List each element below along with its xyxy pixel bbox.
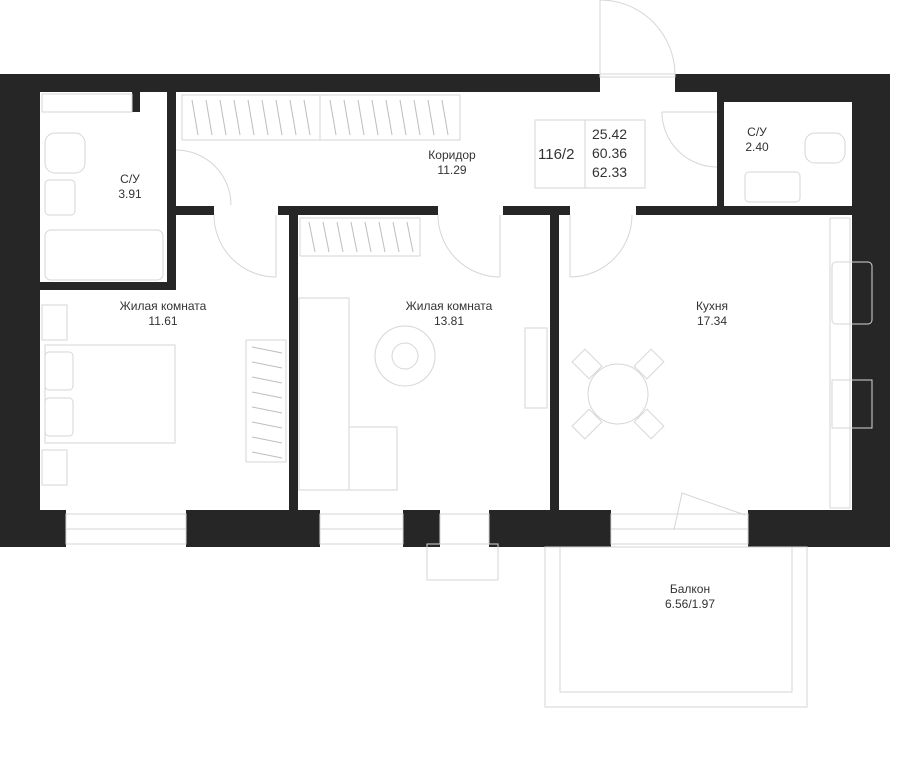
room-label-balcony: Балкон 6.56/1.97 [665, 582, 715, 612]
hanger-mark [251, 421, 283, 429]
room-area: 3.91 [118, 187, 142, 201]
room-name: Балкон [669, 582, 711, 596]
hanger-mark [441, 99, 449, 136]
hanger-mark [251, 376, 283, 384]
hanger-mark [219, 99, 227, 136]
hanger-mark [322, 221, 330, 253]
hanger-mark [275, 99, 283, 136]
interior-walls [40, 92, 852, 512]
room-name: Кухня [695, 299, 729, 313]
room-label-corridor: Коридор 11.29 [428, 148, 475, 178]
hanger-mark [399, 99, 407, 136]
apartment-area-3: 62.33 [592, 164, 628, 180]
room-name: Коридор [428, 148, 476, 162]
hanger-mark [371, 99, 379, 136]
hanger-mark [308, 221, 316, 253]
hanger-mark [247, 99, 255, 136]
apartment-area-2: 60.36 [592, 145, 628, 161]
hanger-mark [251, 361, 283, 369]
hanger-mark [336, 221, 344, 253]
exterior-walls [0, 74, 890, 547]
hanger-mark [261, 99, 269, 136]
room-name: С/У [747, 125, 767, 139]
hanger-mark [251, 391, 283, 399]
hanger-mark [364, 221, 372, 253]
hanger-mark [385, 99, 393, 136]
room-label-bedroom-mid: Жилая комната 13.81 [406, 299, 493, 329]
room-area: 6.56/1.97 [664, 597, 716, 611]
fixtures-lines [41, 0, 873, 708]
hanger-mark [329, 99, 337, 136]
wardrobe-hangers [191, 99, 449, 459]
apartment-area-1: 25.42 [592, 126, 628, 142]
hanger-mark [357, 99, 365, 136]
hanger-mark [191, 99, 199, 136]
hanger-mark [233, 99, 241, 136]
room-area: 11.29 [437, 163, 467, 177]
room-name: Жилая комната [405, 299, 493, 313]
hanger-mark [251, 346, 283, 354]
hanger-mark [251, 436, 283, 444]
hanger-mark [289, 99, 297, 136]
hanger-mark [251, 451, 283, 459]
hanger-mark [343, 99, 351, 136]
hanger-mark [378, 221, 386, 253]
room-label-bathroom-left: С/У 3.91 [118, 172, 141, 202]
hanger-mark [427, 99, 435, 136]
hanger-mark [413, 99, 421, 136]
room-area: 17.34 [696, 314, 728, 328]
apartment-number: 116/2 [538, 146, 575, 163]
room-name: Жилая комната [119, 299, 207, 313]
room-area: 13.81 [433, 314, 465, 328]
room-label-kitchen: Кухня 17.34 [696, 299, 728, 329]
hanger-mark [350, 221, 358, 253]
hanger-mark [392, 221, 400, 253]
room-area: 11.61 [148, 314, 178, 328]
hanger-mark [406, 221, 414, 253]
hanger-mark [205, 99, 213, 136]
room-label-bathroom-right: С/У 2.40 [745, 125, 768, 155]
hanger-mark [251, 406, 283, 414]
hanger-mark [303, 99, 311, 136]
room-area: 2.40 [745, 140, 769, 154]
room-label-bedroom-left: Жилая комната 11.61 [120, 299, 207, 329]
room-name: С/У [120, 172, 140, 186]
